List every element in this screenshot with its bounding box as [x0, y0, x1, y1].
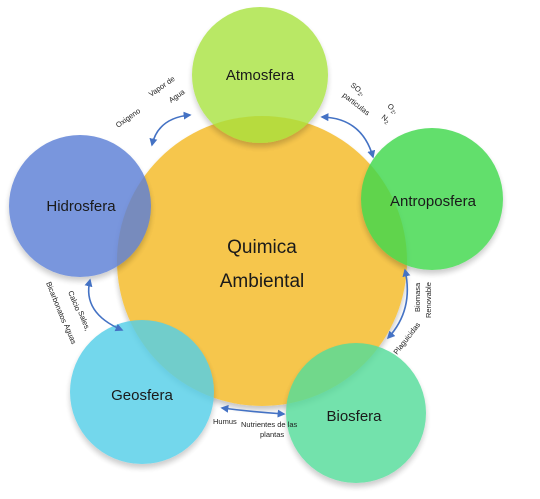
label-n2: N2 — [379, 112, 392, 126]
center-circle — [117, 116, 407, 406]
arrow-bio-geo — [220, 404, 286, 418]
geosfera-label: Geosfera — [111, 387, 173, 404]
arrow-hidro-atmo — [149, 111, 192, 147]
label-calcio: Calcio — [66, 289, 82, 312]
antroposfera-circle — [361, 128, 503, 270]
label-bicarbonatos: Bicarbonatos — [44, 280, 69, 324]
atmosfera-circle — [192, 7, 328, 143]
arrow-antro-bio — [386, 268, 411, 340]
label-o2: O2, — [385, 101, 400, 116]
label-sales: Sales, — [76, 309, 92, 332]
label-agua: Agua — [167, 87, 187, 105]
hidrosfera-label: Hidrosfera — [46, 198, 116, 215]
arrow-geo-hidro — [84, 278, 124, 332]
biosfera-circle — [286, 343, 426, 483]
center-title-line2: Ambiental — [220, 271, 305, 292]
label-plaguicidas: Plaguicidas — [391, 320, 422, 356]
arrow-atmo-antro — [320, 113, 376, 159]
center-title-line1: Quimica — [227, 237, 297, 258]
label-biomasa: Biomasa — [413, 282, 422, 312]
geosfera-circle — [70, 320, 214, 464]
antroposfera-label: Antroposfera — [390, 193, 477, 210]
label-oxigeno: Oxigeno — [114, 106, 142, 129]
label-plantas: plantas — [260, 430, 284, 439]
label-nutrientes: Nutrientes de las — [241, 420, 298, 429]
hidrosfera-circle — [9, 135, 151, 277]
biosfera-label: Biosfera — [326, 408, 382, 425]
label-humus: Humus — [213, 417, 237, 426]
atmosfera-label: Atmosfera — [226, 67, 295, 84]
label-renovable: Renovable — [424, 282, 433, 318]
label-aguas: Aguas — [62, 322, 78, 345]
